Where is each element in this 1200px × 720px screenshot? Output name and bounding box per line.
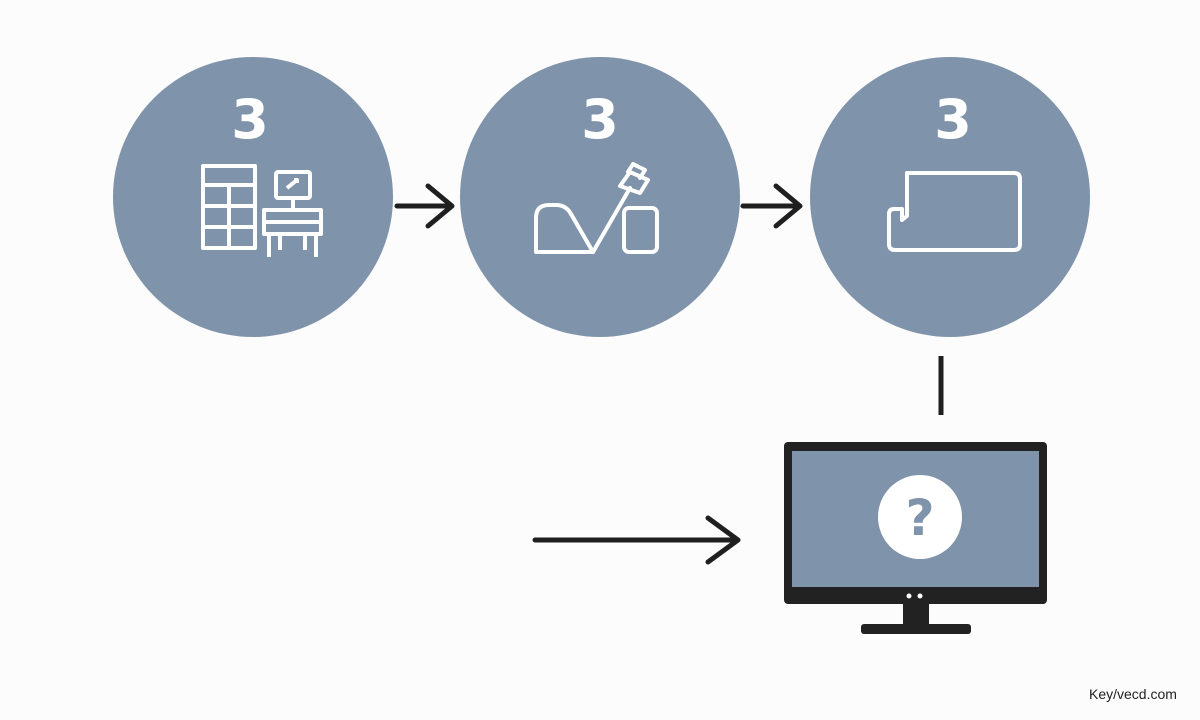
monitor-icon: ? <box>784 442 1047 634</box>
step-1: 3 <box>113 57 393 337</box>
question-badge <box>878 475 962 559</box>
arrow-2 <box>740 183 803 229</box>
arrow-1 <box>394 183 455 229</box>
grid-and-workstation-icon <box>201 164 323 257</box>
step-2-circle <box>460 57 740 337</box>
step-2: 3 <box>460 57 740 337</box>
arrow-to-monitor <box>532 515 741 565</box>
step-3-number: 3 <box>934 88 972 151</box>
frame-outline-icon <box>887 171 1022 252</box>
monitor-indicator-left <box>906 593 912 599</box>
step-3-circle <box>810 57 1090 337</box>
check-tools-icon <box>534 162 659 254</box>
step-1-number: 3 <box>231 88 269 151</box>
monitor-stand-base <box>861 624 971 634</box>
watermark-text: Key/vecd.com <box>1089 686 1177 702</box>
step-3: 3 <box>810 57 1090 337</box>
monitor-stand-neck <box>903 604 929 626</box>
step-2-number: 3 <box>581 88 619 151</box>
monitor-indicator-right <box>917 593 923 599</box>
question-mark-icon: ? <box>905 489 934 547</box>
